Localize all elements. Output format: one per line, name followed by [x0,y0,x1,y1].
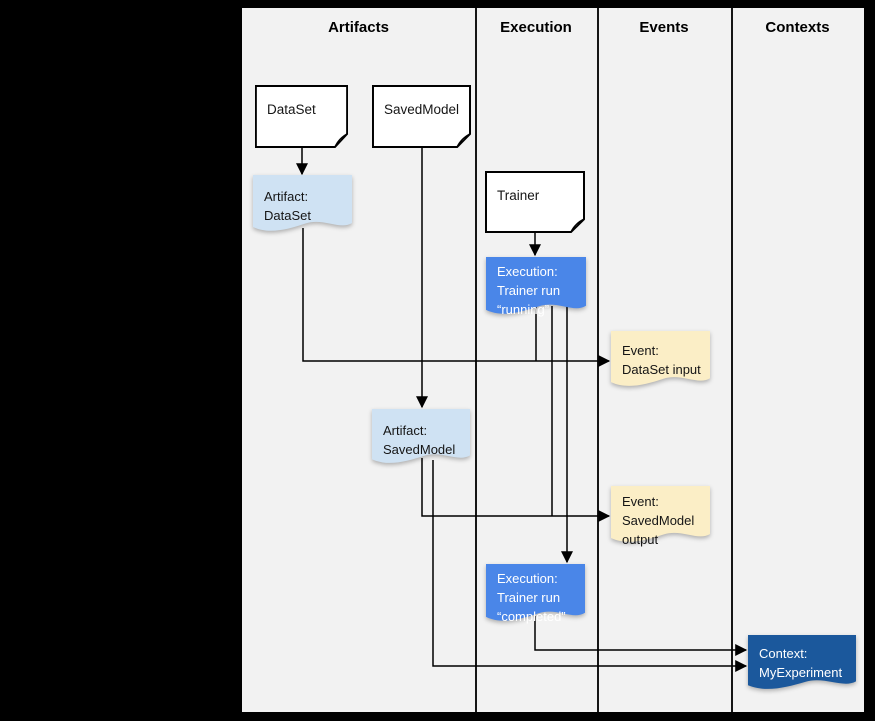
document-card-shape [255,85,348,148]
column-divider [597,8,599,712]
wavy-document-shape [486,564,585,621]
edge-artifactdataset-to-event [302,228,611,367]
node-label: Event: DataSet input [622,343,701,377]
edge-artifactsavedmodel-to-event [421,458,611,522]
node-event-dataset-input: Event: DataSet input [611,331,710,390]
connector-arrows [296,148,748,672]
wavy-document-shape [372,409,470,463]
node-label: SavedModel [384,102,460,117]
wavy-document-shape [611,331,710,386]
column-divider [731,8,733,712]
node-label: Artifact: DataSet [264,189,311,223]
column-header-execution: Execution [500,19,572,36]
node-savedmodel-type: SavedModel [372,85,471,148]
node-artifact-dataset: Artifact: DataSet [253,175,352,235]
document-card-shape [485,171,585,233]
node-artifact-savedmodel: Artifact: SavedModel [372,409,470,467]
node-label: DataSet [267,102,316,117]
wavy-document-shape [486,257,586,314]
column-header-contexts: Contexts [765,19,830,36]
column-divider [475,8,477,712]
metadata-flow-diagram: Artifacts Execution Events Contexts [242,8,864,712]
wavy-document-shape [253,175,352,231]
node-dataset-type: DataSet [255,85,348,148]
wavy-document-shape [611,486,710,542]
node-event-savedmodel-output: Event: SavedModel output [611,486,710,547]
node-context-myexperiment: Context: MyExperiment [748,635,856,693]
node-execution-completed: Execution: Trainer run “completed” [486,564,585,625]
node-label: Execution: Trainer run “running” [497,264,561,317]
node-execution-running: Execution: Trainer run “running” [486,257,586,318]
node-label: Artifact: SavedModel [383,423,456,457]
wavy-document-shape [748,635,856,689]
edge-completed-to-context [534,616,748,656]
node-trainer-type: Trainer [485,171,585,233]
node-label: Trainer [497,188,540,203]
column-header-events: Events [639,19,689,36]
node-label: Event: SavedModel output [622,494,695,547]
node-label: Execution: Trainer run “completed” [497,571,566,624]
edge-artifactsavedmodel-to-context [432,460,748,672]
column-header-artifacts: Artifacts [328,19,389,36]
document-card-shape [372,85,471,148]
node-label: Context: MyExperiment [759,646,843,680]
